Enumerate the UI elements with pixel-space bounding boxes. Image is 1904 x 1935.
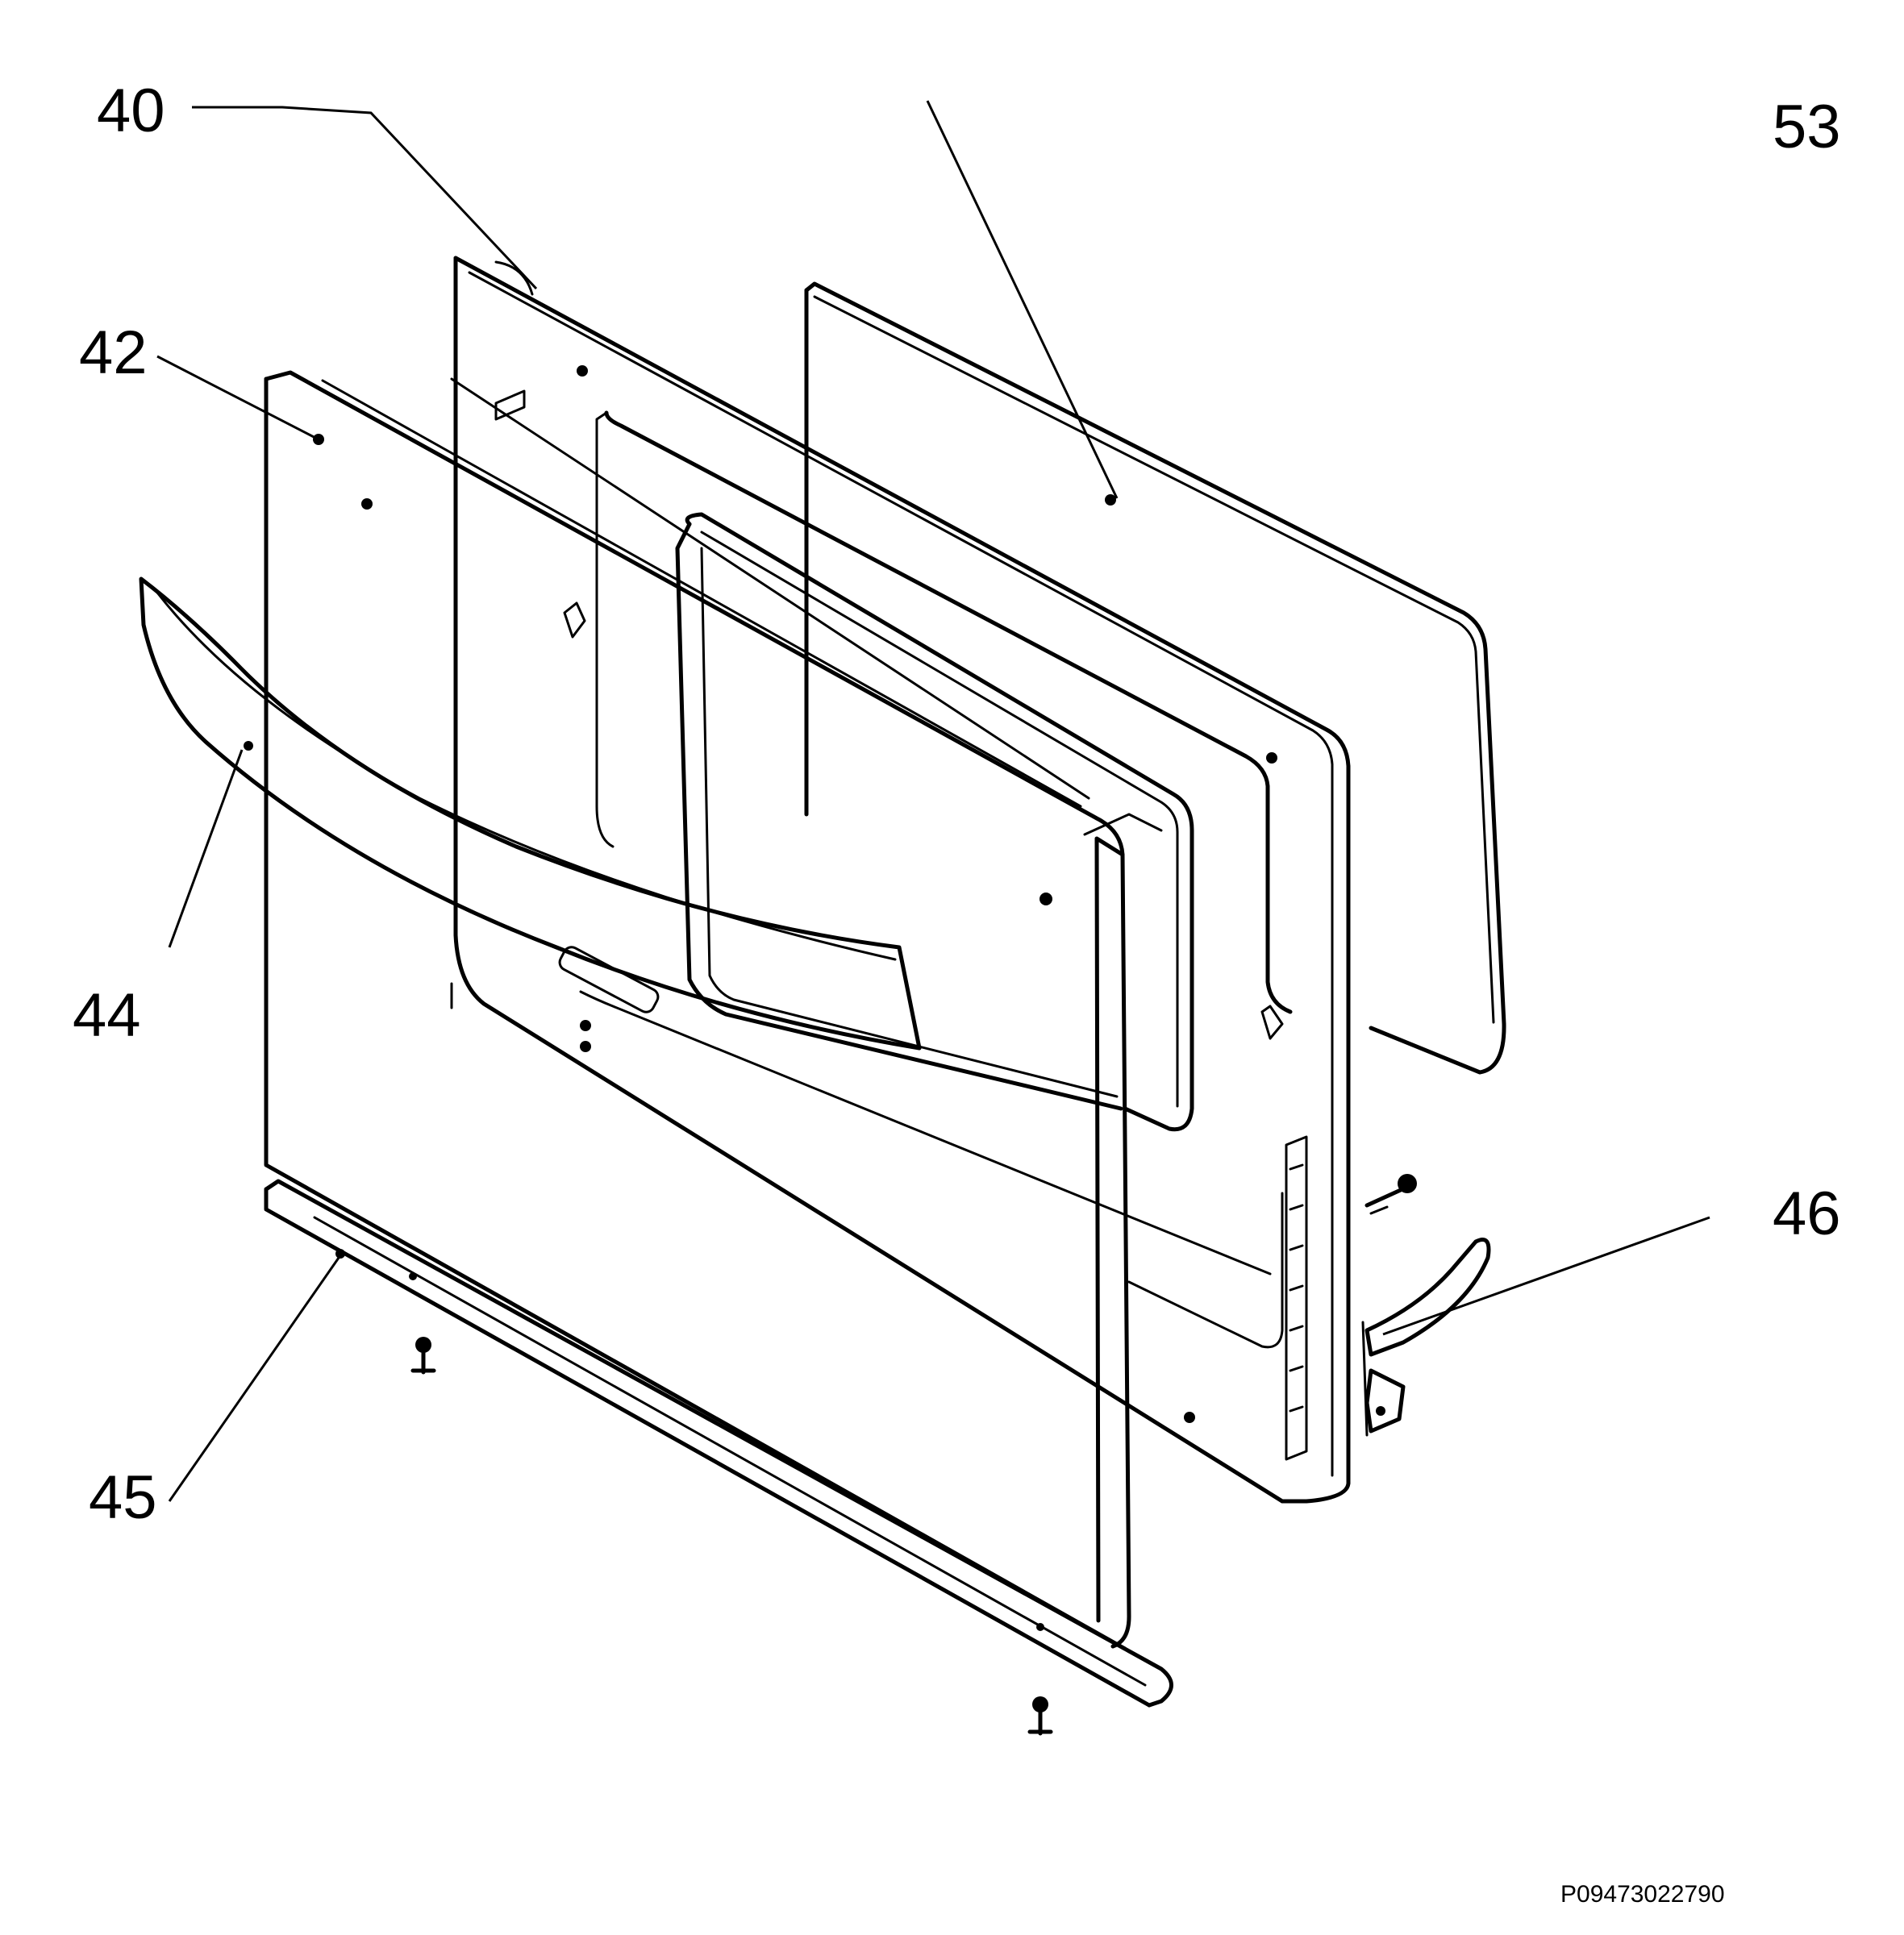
callout-42: 42: [79, 318, 148, 387]
callout-46: 46: [1773, 1180, 1841, 1248]
screw-left: [410, 1337, 436, 1375]
callout-40: 40: [97, 77, 165, 145]
screw-right: [1027, 1696, 1053, 1736]
callout-53: 53: [1773, 93, 1841, 161]
outer-glass-panel: [264, 370, 1163, 1651]
door-frame: [450, 256, 1351, 1504]
callout-45: 45: [89, 1463, 157, 1532]
door-hinge: [1361, 1238, 1491, 1437]
callout-44: 44: [73, 981, 141, 1050]
door-handle: [139, 576, 922, 1051]
inner-glass-panel: [804, 281, 1506, 1075]
drawing-code: P09473022790: [1560, 1881, 1725, 1908]
bottom-trim-strip: [264, 1179, 1173, 1708]
hinge-screw: [1364, 1174, 1417, 1215]
leader-lines: [156, 100, 1710, 1502]
